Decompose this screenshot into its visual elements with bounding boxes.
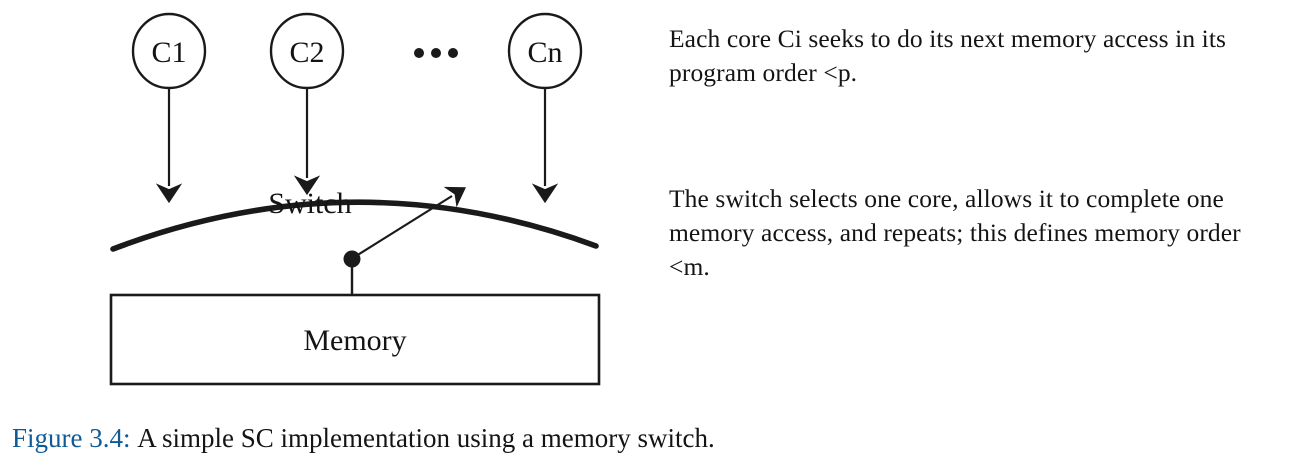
annotation-memory-order: The switch selects one core, allows it t… — [669, 184, 1241, 281]
switch-selector-arm — [355, 186, 466, 257]
switch-pivot-dot — [343, 250, 361, 268]
figure-caption: Figure 3.4: A simple SC implementation u… — [12, 421, 715, 455]
core-label-cn: Cn — [527, 36, 563, 69]
memory-box — [109, 293, 601, 386]
core-label-c1: C1 — [151, 36, 187, 69]
switch-arc — [110, 199, 599, 252]
ellipsis-dots — [414, 48, 458, 58]
switch-label: Switch — [268, 187, 352, 220]
figure-caption-number: Figure 3.4: — [12, 423, 131, 453]
diagram-canvas — [109, 12, 601, 386]
sc-switch-diagram: C1 C2 Cn Switch Memory — [0, 0, 660, 400]
memory-label: Memory — [303, 324, 407, 357]
figure-caption-text: A simple SC implementation using a memor… — [137, 423, 715, 453]
core-label-c2: C2 — [289, 36, 325, 69]
annotation-program-order: Each core Ci seeks to do its next memory… — [669, 24, 1227, 87]
